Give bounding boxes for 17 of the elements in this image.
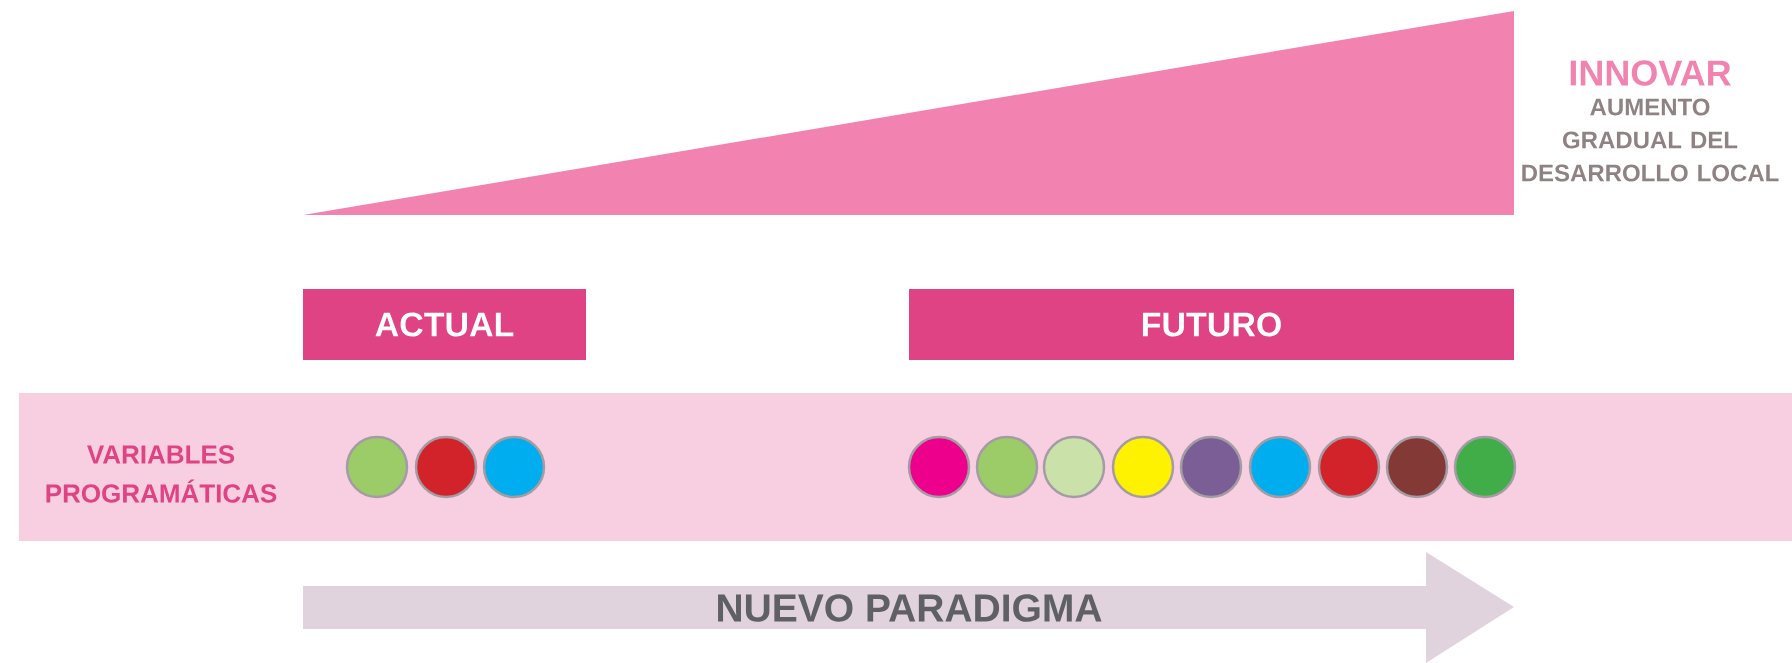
dot — [1248, 435, 1312, 499]
dot — [345, 435, 409, 499]
dot — [975, 435, 1039, 499]
dot — [1453, 435, 1517, 499]
dot — [1385, 435, 1449, 499]
dot — [482, 435, 546, 499]
dot — [907, 435, 971, 499]
dot — [1179, 435, 1243, 499]
dot — [1317, 435, 1381, 499]
label-box: ACTUAL — [303, 289, 586, 360]
label-box: FUTURO — [909, 289, 1514, 360]
heading: INNOVAR — [1570, 60, 1731, 86]
dot — [414, 435, 478, 499]
subtitle: AUMENTO GRADUAL DEL DESARROLLO LOCAL — [1522, 98, 1779, 182]
dot — [1111, 435, 1175, 499]
dot — [1042, 435, 1106, 499]
band-label: VARIABLES PROGRAMÁTICAS — [46, 445, 277, 503]
